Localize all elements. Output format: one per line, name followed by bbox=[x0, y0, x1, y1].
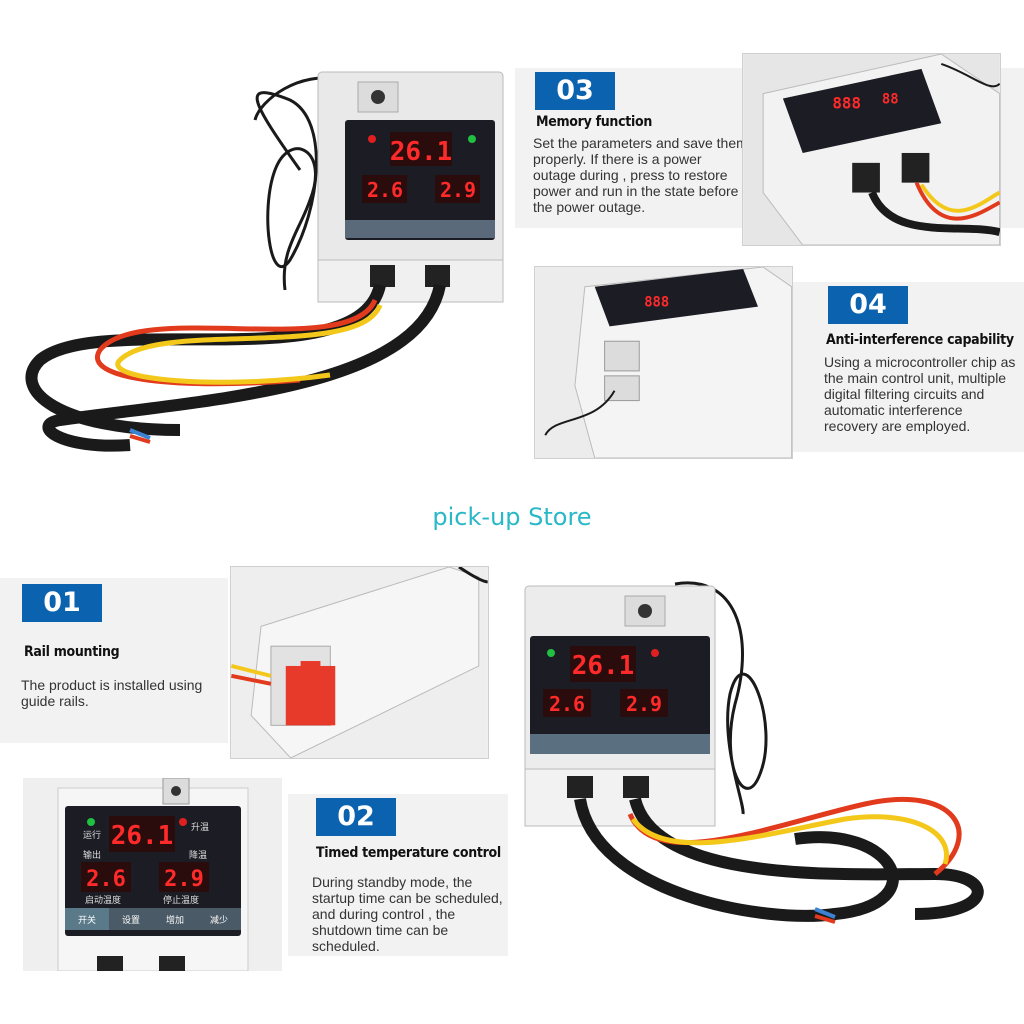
svg-text:2.9: 2.9 bbox=[626, 692, 662, 716]
store-name: pick-up Store bbox=[432, 503, 592, 531]
svg-text:设置: 设置 bbox=[122, 915, 140, 926]
feature-03-description: Set the parameters and save them properl… bbox=[533, 135, 748, 215]
rail-clip-view-image bbox=[231, 567, 488, 758]
feature-01-description: The product is installed using guide rai… bbox=[21, 677, 203, 709]
feature-01-number: 01 bbox=[22, 584, 102, 622]
svg-text:启动温度: 启动温度 bbox=[85, 894, 121, 906]
svg-text:降温: 降温 bbox=[189, 849, 207, 861]
svg-text:2.9: 2.9 bbox=[164, 867, 204, 892]
svg-text:2.6: 2.6 bbox=[549, 692, 585, 716]
device-side-view-image: 888 bbox=[535, 267, 792, 458]
svg-text:增加: 增加 bbox=[166, 914, 184, 926]
svg-text:26.1: 26.1 bbox=[390, 137, 453, 167]
svg-text:停止温度: 停止温度 bbox=[163, 894, 199, 906]
thermostat-with-cable-image: 26.1 2.6 2.9 bbox=[25, 71, 504, 452]
svg-text:26.1: 26.1 bbox=[572, 651, 635, 681]
product-photo-top-left: 26.1 2.6 2.9 bbox=[0, 60, 510, 460]
svg-text:26.1: 26.1 bbox=[111, 821, 174, 851]
feature-02-title: Timed temperature control bbox=[316, 845, 501, 861]
feature-04-description: Using a microcontroller chip as the main… bbox=[824, 354, 1016, 434]
product-photo-top-right: 888 88 bbox=[742, 53, 1001, 246]
feature-02-number: 02 bbox=[316, 798, 396, 836]
feature-01-title: Rail mounting bbox=[24, 644, 120, 660]
svg-text:2.6: 2.6 bbox=[86, 867, 126, 892]
feature-03-number: 03 bbox=[535, 72, 615, 110]
svg-text:2.9: 2.9 bbox=[440, 178, 476, 202]
thermostat-front-with-cable-image: 26.1 2.6 2.9 bbox=[524, 581, 984, 924]
product-photo-bottom-right: 26.1 2.6 2.9 bbox=[515, 574, 1024, 954]
feature-04-number: 04 bbox=[828, 286, 908, 324]
svg-text:888: 888 bbox=[644, 295, 669, 311]
svg-text:2.6: 2.6 bbox=[367, 178, 403, 202]
product-photo-middle: 888 bbox=[534, 266, 793, 459]
feature-03-title: Memory function bbox=[536, 114, 653, 130]
device-angled-view-image: 888 88 bbox=[743, 54, 1000, 245]
svg-text:888: 888 bbox=[832, 93, 861, 112]
svg-text:减少: 减少 bbox=[210, 914, 228, 926]
product-photo-panel-closeup: 运行 26.1 升温 降温 输出 2.6 2.9 启动温度 停止温度 开关 设置… bbox=[23, 778, 282, 971]
svg-text:开关: 开关 bbox=[78, 914, 96, 926]
svg-text:输出: 输出 bbox=[83, 849, 101, 861]
feature-04-title: Anti-interference capability bbox=[826, 332, 1014, 348]
product-photo-rail-mount bbox=[230, 566, 489, 759]
control-panel-closeup-image: 运行 26.1 升温 降温 输出 2.6 2.9 启动温度 停止温度 开关 设置… bbox=[23, 778, 282, 971]
svg-text:运行: 运行 bbox=[83, 829, 101, 841]
svg-text:升温: 升温 bbox=[191, 822, 209, 833]
feature-02-description: During standby mode, the startup time ca… bbox=[312, 874, 503, 954]
svg-text:88: 88 bbox=[882, 91, 899, 107]
